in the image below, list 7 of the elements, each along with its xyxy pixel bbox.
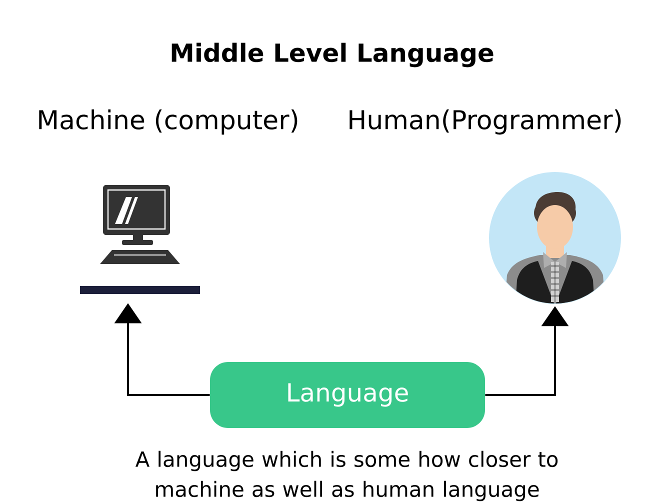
process-box: Language: [210, 362, 485, 428]
computer-icon: [80, 185, 200, 294]
node-label: Machine (computer): [39, 109, 298, 135]
description-text: A language which is some how closer to machine as well as human language: [135, 450, 558, 502]
person-avatar: [489, 172, 621, 304]
node-label: Human(Programmer): [350, 109, 621, 135]
title: Middle Level Language: [172, 42, 494, 68]
